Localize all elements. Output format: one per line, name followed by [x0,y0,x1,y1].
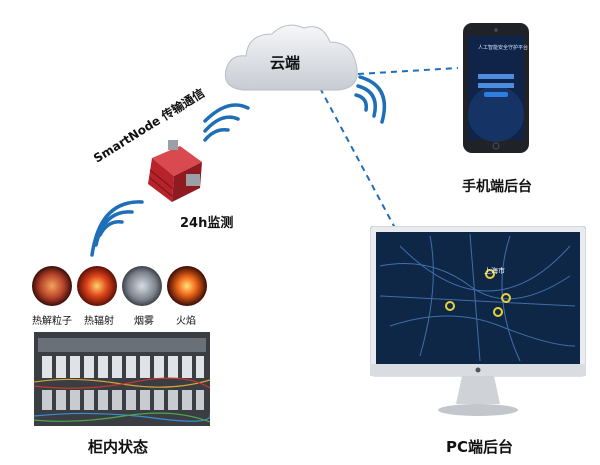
cloud-mobile-link [358,68,458,74]
smoke-icon [122,266,162,306]
wifi-signal-icon [205,105,248,140]
mobile-label: 手机端后台 [462,176,532,196]
sensor-label: 烟雾 [134,312,154,327]
mobile-screen-title: 人工智能安全守护平台 [478,44,528,51]
radiation-icon [77,266,117,306]
sensor-icons [30,264,210,314]
flame-icon [167,266,207,306]
pc-monitor [370,226,586,422]
smartnode-device [138,140,210,208]
wifi-signal-icon [92,202,142,255]
cabinet-photo [34,332,210,426]
particle-icon [32,266,72,306]
pc-label: PC端后台 [446,436,513,457]
cloud-label: 云端 [270,52,300,73]
sensor-label: 热辐射 [84,312,114,327]
monitor-label: 24h监测 [180,212,233,231]
mobile-phone [462,22,530,154]
pc-map-city: 上海市 [484,266,505,276]
sensor-label: 火焰 [176,312,196,327]
cabinet-label: 柜内状态 [88,436,148,457]
sensor-label: 热解粒子 [32,312,72,327]
